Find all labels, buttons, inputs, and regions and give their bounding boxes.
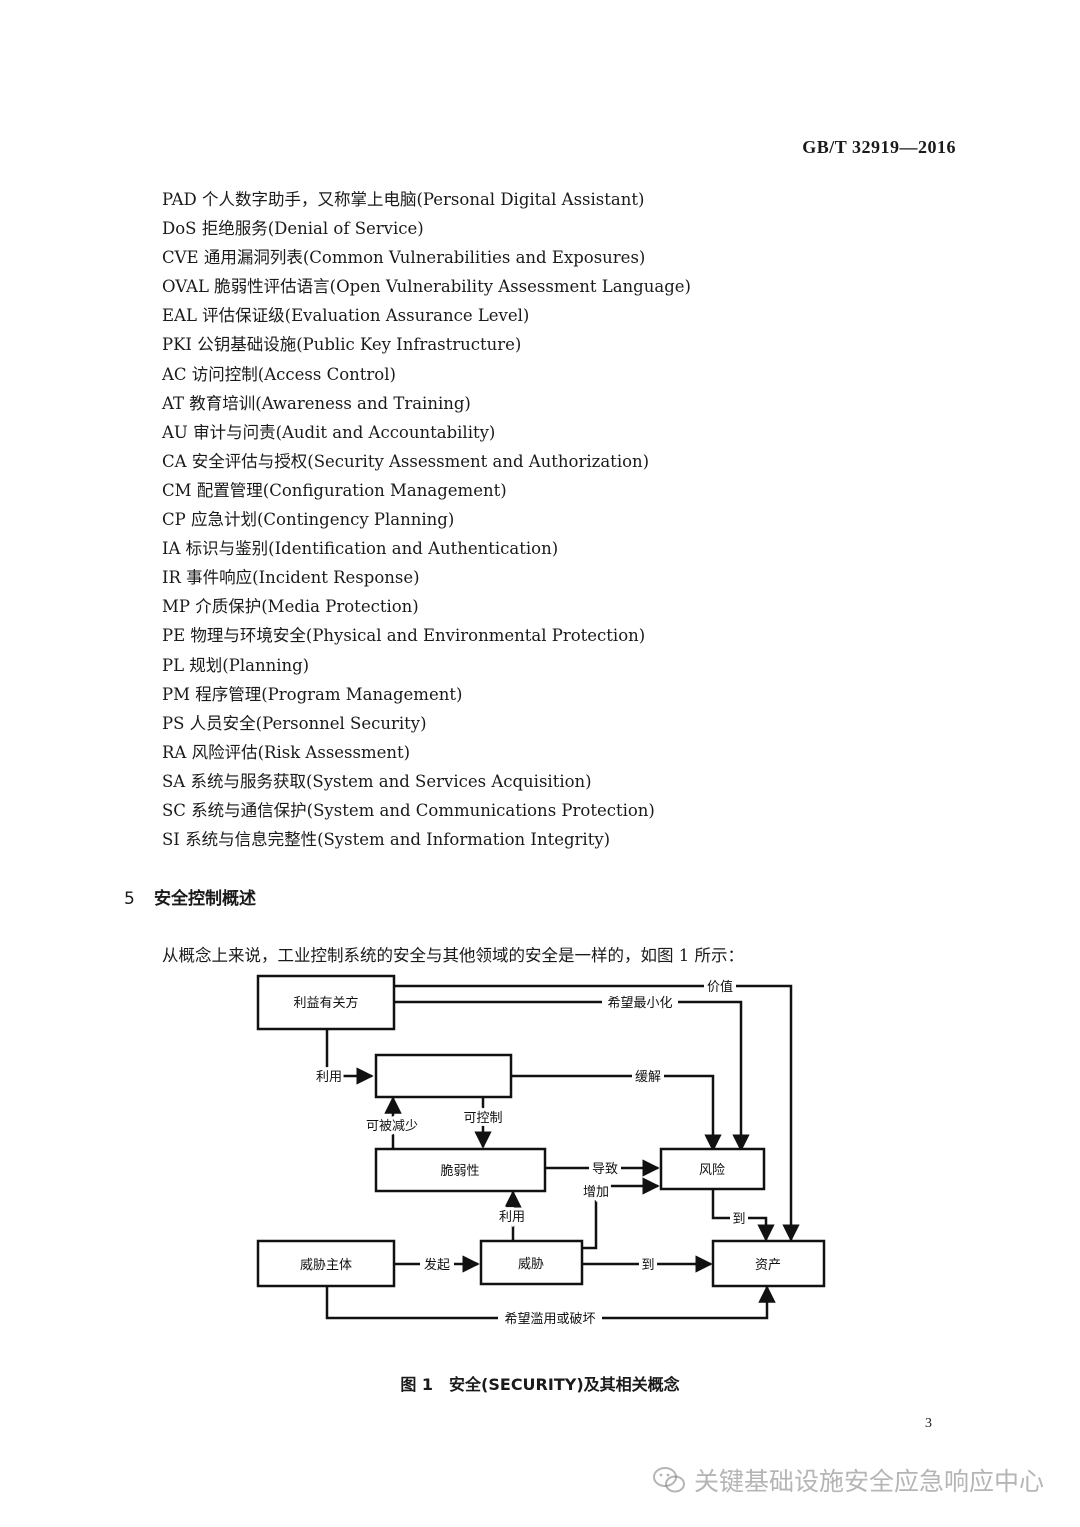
section-title: 安全控制概述: [154, 889, 256, 909]
node-asset: 资产: [755, 1258, 781, 1273]
list-item: SI 系统与信息完整性(System and Information Integ…: [162, 830, 611, 850]
page-number: 3: [925, 1416, 932, 1431]
diagram-node-labels: 利益有关方 脆弱性 风险 威胁主体 威胁 资产: [293, 995, 781, 1273]
label-lead-to: 导致: [592, 1162, 618, 1177]
node-threat-agent: 威胁主体: [300, 1258, 352, 1273]
node-threat-box: [479, 1239, 584, 1286]
figure-caption: 图 1 安全(SECURITY)及其相关概念: [400, 1375, 680, 1394]
label-abuse: 希望滥用或破坏: [504, 1311, 595, 1327]
label-threat-to-asset: 到: [641, 1258, 654, 1273]
label-risk-to-asset: 到: [732, 1212, 745, 1227]
list-item: AC 访问控制(Access Control): [162, 364, 396, 384]
section-heading: 5 安全控制概述: [124, 884, 256, 909]
list-item: EAL 评估保证级(Evaluation Assurance Level): [162, 306, 530, 326]
list-item: DoS 拒绝服务(Denial of Service): [162, 219, 424, 239]
label-controllable: 可控制: [463, 1111, 502, 1126]
list-item: PE 物理与环境安全(Physical and Environmental Pr…: [162, 626, 646, 646]
arrow-increase: [583, 1177, 660, 1250]
list-item: IA 标识与鉴别(Identification and Authenticati…: [162, 539, 559, 559]
list-item: PM 程序管理(Program Management): [162, 684, 463, 704]
label-mitigate: 缓解: [635, 1070, 661, 1085]
label-initiate: 发起: [424, 1257, 450, 1273]
list-item: MP 介质保护(Media Protection): [162, 597, 419, 617]
diagram-edge-labels: 价值 希望最小化 利用 缓解 可被减少 可控制 导致 增加 利用 到 发起 到 …: [313, 978, 748, 1327]
label-value: 价值: [707, 979, 733, 995]
list-item: RA 风险评估(Risk Assessment): [162, 742, 411, 762]
node-risk: 风险: [699, 1163, 725, 1178]
wechat-icon: [652, 1467, 685, 1493]
watermark-text: 关键基础设施安全应急响应中心: [693, 1467, 1044, 1496]
watermark: 关键基础设施安全应急响应中心: [652, 1462, 1044, 1498]
list-item: PAD 个人数字助手，又称掌上电脑(Personal Digital Assis…: [162, 190, 645, 209]
list-item: SC 系统与通信保护(System and Communications Pro…: [162, 800, 655, 820]
label-use-countermeasure: 利用: [316, 1070, 342, 1085]
abbreviation-list: PAD 个人数字助手，又称掌上电脑(Personal Digital Assis…: [162, 185, 691, 854]
label-reducible: 可被减少: [366, 1119, 418, 1134]
list-item: AT 教育培训(Awareness and Training): [162, 393, 471, 413]
node-countermeasure-box: [374, 1053, 513, 1099]
list-item: OVAL 脆弱性评估语言(Open Vulnerability Assessme…: [162, 277, 691, 297]
list-item: PL 规划(Planning): [162, 655, 310, 675]
label-minimize: 希望最小化: [607, 995, 672, 1011]
node-stakeholder-box: [256, 974, 396, 1031]
list-item: SA 系统与服务获取(System and Services Acquisiti…: [162, 771, 592, 791]
label-use-vulnerability: 利用: [499, 1210, 525, 1225]
node-threat: 威胁: [518, 1257, 544, 1272]
node-asset-box: [711, 1239, 826, 1288]
node-threat-agent-box: [256, 1239, 396, 1288]
node-vulnerability-box: [374, 1147, 547, 1193]
node-stakeholder: 利益有关方: [293, 995, 358, 1011]
node-risk-box: [659, 1147, 766, 1191]
intro-paragraph: 从概念上来说，工业控制系统的安全与其他领域的安全是一样的，如图 1 所示：: [162, 946, 744, 965]
list-item: PS 人员安全(Personnel Security): [162, 713, 427, 733]
arrow-minimize: [395, 1000, 750, 1152]
list-item: CVE 通用漏洞列表(Common Vulnerabilities and Ex…: [162, 248, 646, 268]
list-item: CM 配置管理(Configuration Management): [162, 480, 507, 500]
list-item: CP 应急计划(Contingency Planning): [162, 510, 455, 530]
diagram-boxes: [256, 974, 826, 1288]
node-vulnerability: 脆弱性: [440, 1163, 479, 1179]
label-increase: 增加: [583, 1185, 609, 1200]
arrow-use-countermeasure: [325, 1030, 374, 1085]
standard-code: GB/T 32919—2016: [802, 137, 956, 157]
list-item: CA 安全评估与授权(Security Assessment and Autho…: [162, 451, 650, 471]
arrow-value: [395, 984, 800, 1242]
section-number: 5: [124, 889, 135, 909]
list-item: IR 事件响应(Incident Response): [162, 568, 420, 588]
list-item: AU 审计与问责(Audit and Accountability): [162, 422, 496, 442]
arrow-mitigate: [512, 1074, 722, 1152]
list-item: PKI 公钥基础设施(Public Key Infrastructure): [162, 335, 522, 355]
